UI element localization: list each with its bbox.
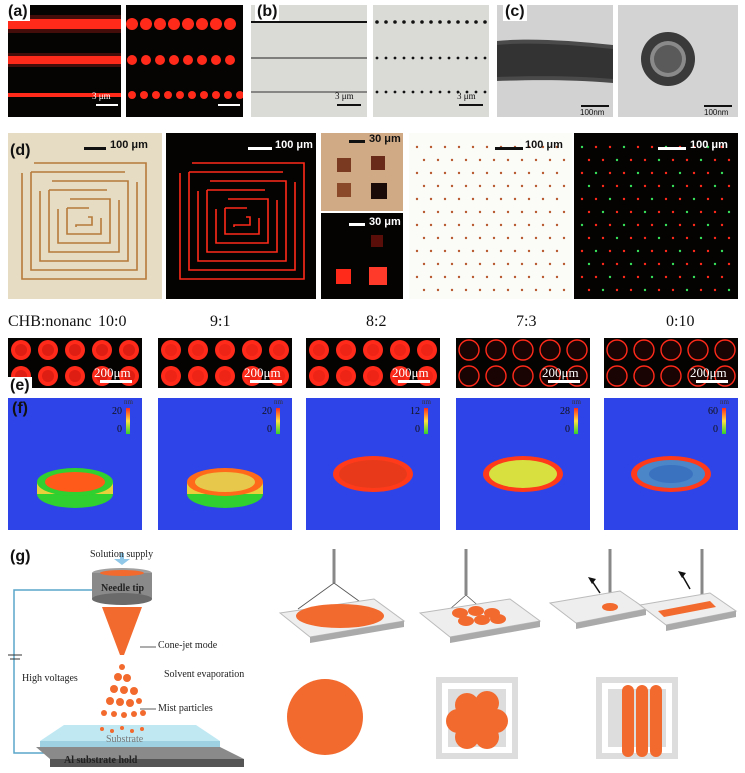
- label-mist: Mist particles: [158, 703, 213, 714]
- panel-f-min-3: 0: [415, 424, 420, 435]
- panel-a-image-left: 3 μm: [8, 5, 121, 117]
- panel-f-unit-1: nm: [124, 398, 133, 406]
- panel-f-min-2: 0: [267, 424, 272, 435]
- panel-d-squares-fluor: 30 μm: [321, 213, 403, 299]
- panel-e-tile-1: 200μm: [8, 338, 142, 388]
- panel-d-scale2: 100 μm: [275, 139, 313, 151]
- panel-e-tile-5: 200μm: [604, 338, 738, 388]
- panel-a-image-right: [126, 5, 243, 117]
- panel-c-scale-left: 100nm: [580, 108, 605, 117]
- panel-d-scale6: 100 μm: [690, 139, 728, 151]
- panel-d-squares-bright: 30 μm: [321, 133, 403, 211]
- label-substrate: Substrate: [106, 734, 144, 745]
- panel-d-scale4: 30 μm: [369, 216, 401, 228]
- label-high-voltage: High voltages: [22, 673, 78, 684]
- panel-e-tile-2: 200μm: [158, 338, 292, 388]
- panel-e-scale-4: 200μm: [542, 365, 579, 380]
- panel-e-scale-1: 200μm: [94, 365, 131, 380]
- panel-b-scale-left: 3 μm: [335, 91, 354, 101]
- panel-f-letter: (f): [12, 400, 28, 417]
- panel-g-schematic: Solution supply Needle tip Cone-jet mode…: [6, 545, 264, 769]
- panel-e-scale-3: 200μm: [392, 365, 429, 380]
- panel-d-maze-fluor: 100 μm: [166, 133, 316, 299]
- panel-d-dots-bright: 100 μm: [409, 133, 572, 299]
- panel-c-scale-right: 100nm: [704, 108, 729, 117]
- panel-f-unit-2: nm: [274, 398, 283, 406]
- panel-f-max-2: 20: [262, 406, 272, 417]
- panel-e-scale-2: 200μm: [244, 365, 281, 380]
- panel-f-unit-5: nm: [720, 398, 729, 406]
- panel-d-scale1: 100 μm: [110, 139, 148, 151]
- panel-b-image-left: 3 μm: [251, 5, 367, 117]
- panel-b-image-right: 3 μm: [373, 5, 489, 117]
- panel-e-tile-3: 200μm: [306, 338, 440, 388]
- panel-d-letter: (d): [8, 142, 33, 160]
- panel-b-letter: (b): [255, 3, 280, 21]
- panel-e-scale-5: 200μm: [690, 365, 727, 380]
- ratio-3: 8:2: [366, 313, 387, 330]
- label-solution-supply: Solution supply: [90, 549, 154, 560]
- label-cone-jet: Cone-jet mode: [158, 640, 218, 651]
- ratio-2: 9:1: [210, 313, 231, 330]
- panel-d-dots-fluor: 100 μm: [574, 133, 738, 299]
- panel-a-scale-label: 3 μm: [92, 91, 111, 101]
- panel-f-min-1: 0: [117, 424, 122, 435]
- panel-f-max-3: 12: [410, 406, 420, 417]
- panel-f-unit-3: nm: [422, 398, 431, 406]
- ratio-1: 10:0: [98, 313, 127, 330]
- ratio-5: 0:10: [666, 313, 695, 330]
- panel-d-scale3: 30 μm: [369, 133, 401, 145]
- panel-c-image-right: 100nm: [618, 5, 738, 117]
- panel-a-letter: (a): [6, 3, 30, 21]
- panel-f-max-1: 20: [112, 406, 122, 417]
- panel-d-maze-bright: 100 μm: [8, 133, 162, 299]
- panel-f-min-5: 0: [713, 424, 718, 435]
- panel-g-letter: (g): [8, 548, 33, 566]
- panel-c-letter: (c): [503, 3, 527, 21]
- panel-e-tile-4: 200μm: [456, 338, 590, 388]
- panel-f-max-4: 28: [560, 406, 570, 417]
- panel-b-scale-right: 3 μm: [457, 91, 476, 101]
- ratio-4: 7:3: [516, 313, 537, 330]
- panel-c-image-left: 100nm: [497, 5, 613, 117]
- panel-f-min-4: 0: [565, 424, 570, 435]
- panel-f-unit-4: nm: [572, 398, 581, 406]
- label-holder: Al substrate hold: [64, 755, 138, 766]
- panel-d-scale5: 100 μm: [525, 139, 563, 151]
- panel-e-letter: (e): [8, 377, 32, 395]
- panel-g-illustrations: [270, 545, 740, 769]
- panel-f-max-5: 60: [708, 406, 718, 417]
- label-solvent-evap: Solvent evaporation: [164, 669, 245, 680]
- panel-e-header: CHB:nonanc: [8, 313, 92, 330]
- label-needle-tip: Needle tip: [101, 583, 145, 594]
